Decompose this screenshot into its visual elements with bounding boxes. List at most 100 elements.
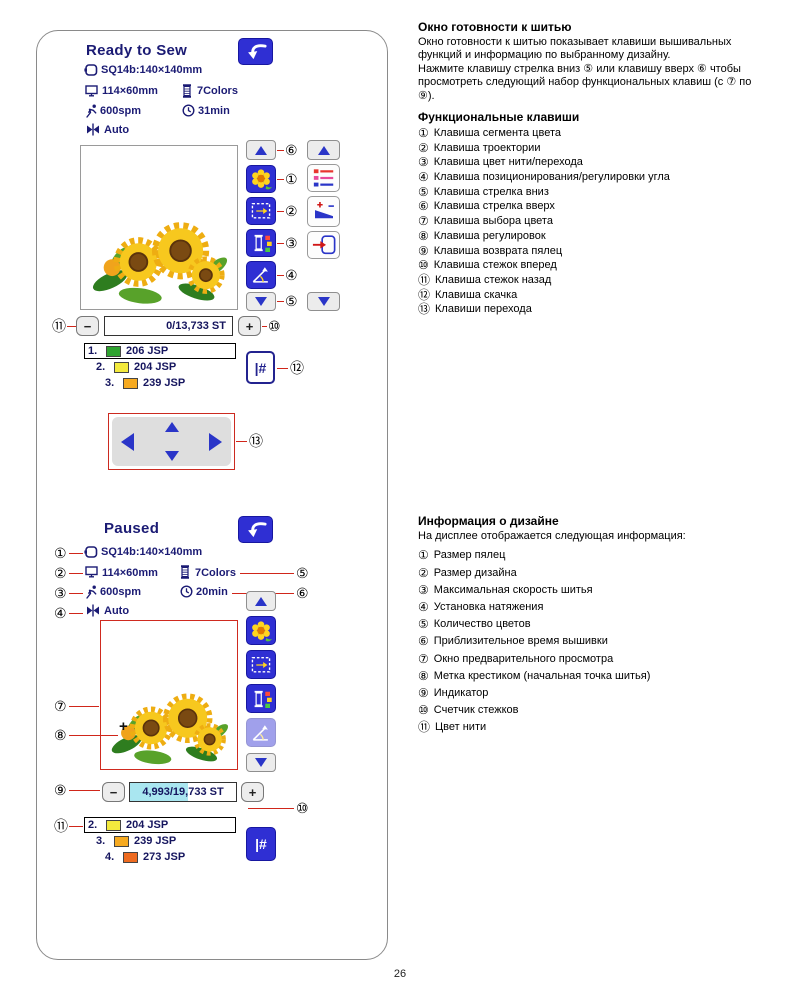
- jog-pad: [112, 417, 231, 466]
- speed-icon: [85, 585, 98, 599]
- thread-row[interactable]: 3. 239 JSP: [93, 833, 245, 849]
- design-size-icon: [85, 566, 98, 578]
- tension-value: Auto: [104, 124, 130, 136]
- callout2-3: ③: [54, 585, 67, 601]
- adjust-icon: [310, 198, 338, 225]
- item-text: Окно предварительного просмотра: [433, 652, 614, 665]
- arrow-up-key[interactable]: [246, 140, 276, 160]
- callout2-7: ⑦: [54, 698, 67, 714]
- hoop-size-value-2: SQ14b:140×140mm: [101, 546, 203, 558]
- design-size-value: 114×60mm: [102, 85, 158, 97]
- figure-frame: [36, 30, 388, 960]
- thread-swatch: [106, 819, 121, 831]
- trajectory-icon: [248, 199, 274, 223]
- arrow-down-key-3[interactable]: [246, 753, 276, 772]
- hoop-icon: [84, 545, 98, 559]
- stitch-back-key[interactable]: −: [76, 316, 99, 336]
- thread-swatch: [123, 377, 138, 389]
- item-number: ⑧: [418, 668, 429, 683]
- flower-icon: [248, 167, 274, 191]
- stitch-back-key-2[interactable]: −: [102, 782, 125, 802]
- list-item: ④ Клавиша позиционирования/регулировки у…: [418, 170, 752, 185]
- arrow-up-key-2[interactable]: [307, 140, 340, 160]
- list-item: ⑥ Приблизительное время вышивки: [418, 635, 752, 648]
- callout-line: [69, 706, 99, 707]
- stitch-forward-key-2[interactable]: +: [241, 782, 264, 802]
- thread-color-list: 1. 206 JSP 2. 204 JSP 3. 239 JSP: [84, 343, 254, 391]
- thread-color-key[interactable]: [246, 229, 276, 257]
- item-text: Клавиша регулировок: [433, 229, 546, 242]
- item-number: ⑧: [418, 228, 429, 243]
- section-ready-to-sew: Окно готовности к шитью Окно готовности …: [418, 20, 752, 318]
- down-arrow-icon: [255, 758, 267, 767]
- callout-line: [69, 735, 118, 736]
- item-number: ⑤: [418, 617, 429, 632]
- up-arrow-icon: [255, 596, 267, 606]
- jog-right-key[interactable]: [209, 432, 222, 451]
- callout-3: ③: [285, 235, 298, 251]
- section-design-info: Информация о дизайне На дисплее отобража…: [418, 514, 752, 738]
- item-number: ⑥: [418, 634, 429, 649]
- callout-line: [69, 573, 83, 574]
- trajectory-key[interactable]: [246, 197, 276, 225]
- speed-icon: [85, 104, 98, 118]
- arrow-up-key-3[interactable]: [246, 591, 276, 611]
- up-arrow-icon: [255, 145, 267, 155]
- callout-13: ⑬: [249, 433, 263, 449]
- item-number: ⑨: [418, 685, 429, 700]
- item-number: ⑨: [418, 243, 429, 258]
- color-segment-key-2[interactable]: [246, 616, 276, 645]
- callout2-4: ④: [54, 605, 67, 621]
- item-number: ④: [418, 170, 429, 185]
- list-item: ⑩ Счетчик стежков: [418, 703, 752, 717]
- thread-row[interactable]: 3. 239 JSP: [102, 375, 254, 391]
- item-text: Размер пялец: [433, 549, 506, 562]
- arrow-down-key-2[interactable]: [307, 292, 340, 311]
- jog-pad-frame: [108, 413, 235, 470]
- stitch-forward-key[interactable]: +: [238, 316, 261, 336]
- thread-number: 4.: [105, 851, 115, 863]
- callout-1: ①: [285, 171, 298, 187]
- item-number: ④: [418, 599, 429, 614]
- positioning-key[interactable]: [246, 261, 276, 289]
- jump-key[interactable]: |#: [246, 351, 275, 384]
- trajectory-key-2[interactable]: [246, 650, 276, 679]
- thread-row[interactable]: 1. 206 JSP: [84, 343, 236, 359]
- hoop-return-key[interactable]: [307, 231, 340, 259]
- callout-line: [67, 326, 76, 327]
- color-count-value-2: 7Colors: [195, 567, 236, 579]
- adjust-key[interactable]: [307, 196, 340, 227]
- thread-label: 239 JSP: [143, 377, 186, 389]
- thread-row[interactable]: 2. 204 JSP: [84, 817, 236, 833]
- list-item: ③ Максимальная скорость шитья: [418, 583, 752, 597]
- thread-color-key-2[interactable]: [246, 684, 276, 713]
- return-key-2[interactable]: [238, 516, 273, 543]
- jog-up-key[interactable]: [164, 422, 179, 432]
- thread-row[interactable]: 2. 204 JSP: [93, 359, 245, 375]
- item-number: ⑩: [418, 258, 429, 273]
- list-item: ⑨ Клавиша возврата пялец: [418, 243, 752, 258]
- return-key[interactable]: [238, 38, 273, 65]
- item-text: Счетчик стежков: [433, 704, 519, 717]
- thread-spool-icon: [181, 84, 193, 98]
- color-count-value: 7Colors: [197, 85, 238, 97]
- stitch-counter-value-2: 4,993/19,733 ST: [142, 786, 224, 798]
- callout2-5: ⑤: [296, 565, 309, 581]
- section-title: Информация о дизайне: [418, 514, 559, 528]
- color-segment-key[interactable]: [246, 165, 276, 193]
- jog-down-key[interactable]: [164, 451, 179, 461]
- callout2-8: ⑧: [54, 727, 67, 743]
- jump-key-2[interactable]: |#: [246, 827, 276, 861]
- thread-row[interactable]: 4. 273 JSP: [102, 849, 254, 865]
- arrow-down-key[interactable]: [246, 292, 276, 311]
- callout-line: [277, 179, 284, 180]
- jog-left-key[interactable]: [121, 432, 134, 451]
- callout-4: ④: [285, 267, 298, 283]
- item-text: Клавиши перехода: [435, 303, 532, 316]
- item-number: ①: [418, 548, 429, 563]
- item-number: ③: [418, 155, 429, 170]
- callout2-1: ①: [54, 545, 67, 561]
- list-item: ⑨ Индикатор: [418, 685, 752, 700]
- color-select-key[interactable]: [307, 164, 340, 192]
